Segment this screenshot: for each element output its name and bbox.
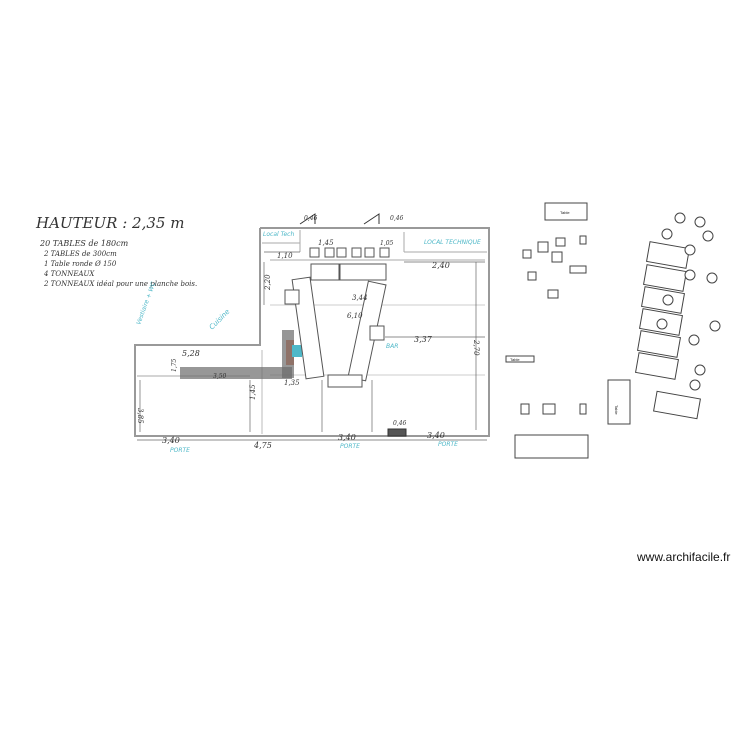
dim-label: 3,40 <box>427 431 445 440</box>
label-porte: PORTE <box>170 447 190 454</box>
watermark-text: www.archifacile.fr <box>637 550 731 564</box>
dim-label: 1,45 <box>249 384 257 400</box>
table-rect <box>369 325 385 341</box>
notes-line: 2 TABLES de 300cm <box>43 250 117 258</box>
table-rect <box>339 263 387 281</box>
table-rect <box>284 289 300 305</box>
furniture-label: Table <box>510 357 520 362</box>
table-rect <box>327 374 363 388</box>
dim-label: 3,40 <box>338 433 356 442</box>
bar-tables <box>284 263 387 388</box>
dim-label: 2,20 <box>264 274 272 291</box>
dim-label: 1,45 <box>318 239 334 247</box>
dim-label: 2,40 <box>431 261 450 270</box>
notes-title: HAUTEUR : 2,35 m <box>35 214 184 232</box>
furniture-label: Table <box>614 405 619 415</box>
dim-label: 0,46 <box>304 215 318 222</box>
label-cuisine: Cuisine <box>208 308 232 332</box>
dim-label: 3,44 <box>352 294 368 302</box>
label-local-tech: Local Tech <box>263 231 294 238</box>
door-markers <box>299 213 407 437</box>
furniture-legend-right-column <box>634 212 721 420</box>
dim-label: 1,05 <box>380 240 394 247</box>
table-rect <box>310 263 340 281</box>
notes-line: 2 TONNEAUX idéal pour une planche bois. <box>43 280 197 288</box>
furniture-legend-labels: Table Table Table <box>510 210 619 415</box>
table-rect <box>291 276 325 380</box>
label-bar: BAR <box>386 343 398 350</box>
furniture-label: Table <box>560 210 570 215</box>
dim-label: 1,35 <box>284 379 300 387</box>
dim-label: 3,40 <box>162 436 180 445</box>
building-walls <box>134 227 490 437</box>
dim-label: 3,37 <box>414 335 433 344</box>
label-local-technique: LOCAL TECHNIQUE <box>424 239 481 246</box>
dimension-lines <box>137 251 487 441</box>
dim-label: 1,75 <box>171 358 178 372</box>
notes-line: 1 Table ronde Ø 150 <box>44 260 117 268</box>
label-porte: PORTE <box>340 443 360 450</box>
furniture-legend-left-column <box>505 202 631 459</box>
dim-label: 5,28 <box>182 349 200 358</box>
dim-label: 0,46 <box>393 420 407 427</box>
dim-label: 4,75 <box>253 441 272 450</box>
dim-label: 0,46 <box>390 215 404 222</box>
chairs-top <box>309 247 390 258</box>
dim-label: 3,50 <box>213 373 227 380</box>
notes-line: 4 TONNEAUX <box>43 270 95 278</box>
dim-label: 1,10 <box>277 252 293 260</box>
dim-label: 3,85 <box>136 408 144 424</box>
notes-block: HAUTEUR : 2,35 m 20 TABLES de 180cm 2 TA… <box>35 214 197 288</box>
dimension-labels: 0,46 0,46 1,10 1,45 1,05 2,40 3,37 2,70 … <box>136 215 480 450</box>
label-porte: PORTE <box>438 441 458 448</box>
kitchen-counter <box>180 330 302 379</box>
dim-label: 2,70 <box>472 339 480 356</box>
dim-label: 6,10 <box>347 312 363 320</box>
notes-line: 20 TABLES de 180cm <box>39 239 129 248</box>
